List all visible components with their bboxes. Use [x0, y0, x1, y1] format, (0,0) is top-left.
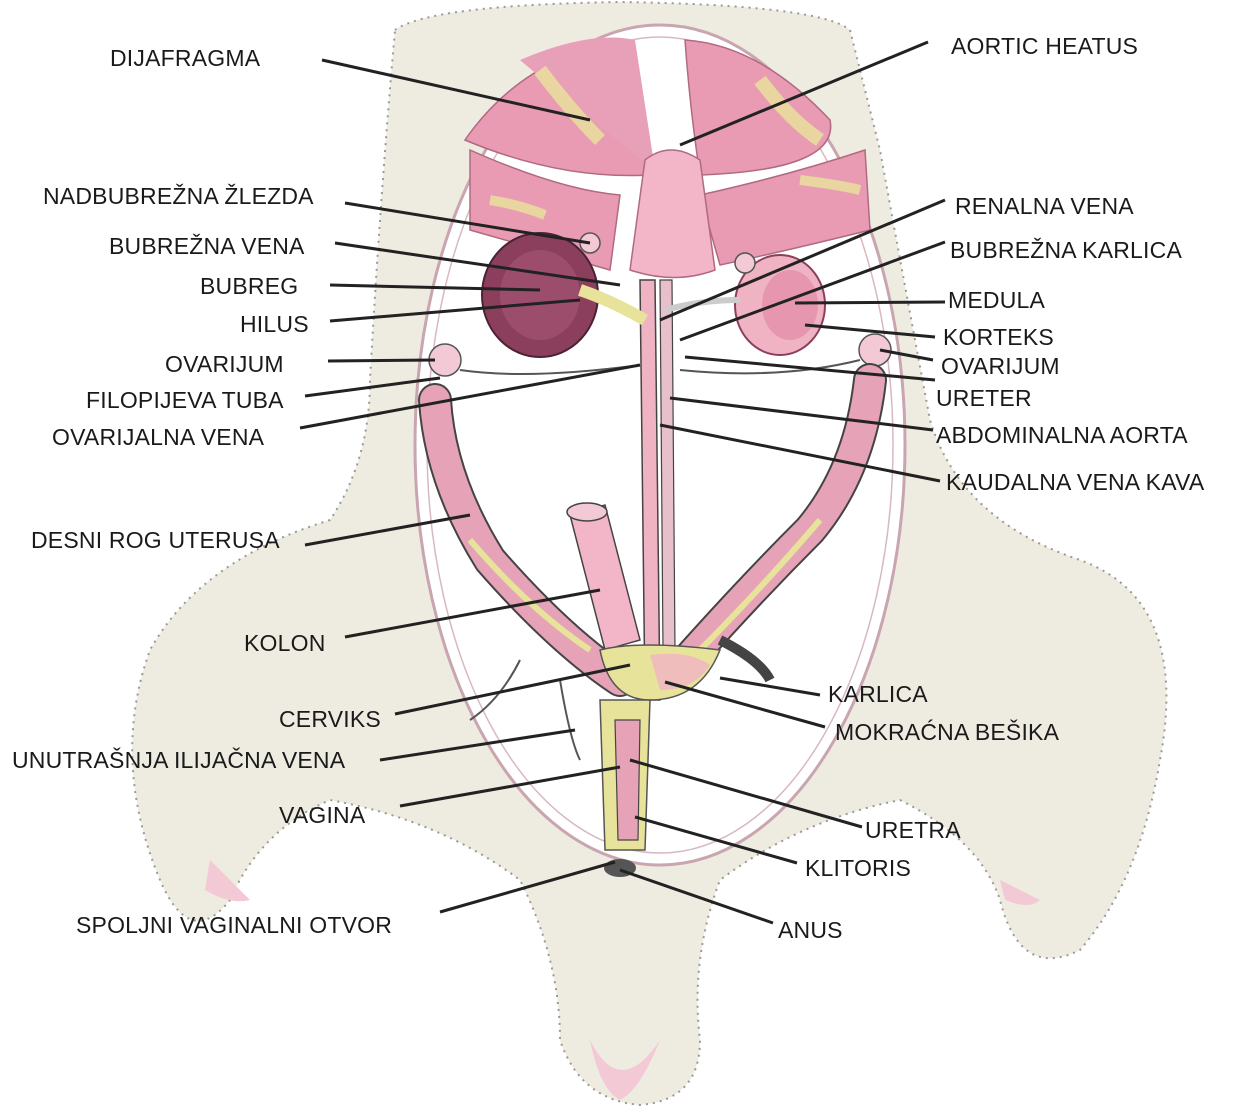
label-karlica: KARLICA	[828, 681, 928, 707]
label-vagina: VAGINA	[279, 802, 365, 828]
label-ovarijum-left: OVARIJUM	[165, 351, 284, 377]
label-bubrezna-vena: BUBREŽNA VENA	[109, 233, 305, 259]
leader-medula	[795, 302, 945, 303]
label-abdominalna-aorta: ABDOMINALNA AORTA	[936, 422, 1188, 448]
label-korteks: KORTEKS	[943, 324, 1054, 350]
label-cerviks: CERVIKS	[279, 706, 381, 732]
label-renalna-vena: RENALNA VENA	[955, 193, 1134, 219]
label-medula: MEDULA	[948, 287, 1045, 313]
label-desni-rog-uterusa: DESNI ROG UTERUSA	[31, 527, 280, 553]
label-bubrezna-karlica: BUBREŽNA KARLICA	[950, 237, 1182, 263]
label-spoljni-vaginalni-otvor: SPOLJNI VAGINALNI OTVOR	[76, 912, 392, 938]
label-kaudalna-vena-kava: KAUDALNA VENA KAVA	[946, 469, 1204, 495]
label-unutrasnja-ilijacna-vena: UNUTRAŠNJA ILIJAČNA VENA	[12, 747, 345, 773]
label-uretra: URETRA	[865, 817, 961, 843]
label-ovarijalna-vena: OVARIJALNA VENA	[52, 424, 264, 450]
label-klitoris: KLITORIS	[805, 855, 911, 881]
label-ovarijum-right: OVARIJUM	[941, 353, 1060, 379]
label-aortic-heatus: AORTIC HEATUS	[951, 33, 1138, 59]
label-hilus: HILUS	[240, 311, 309, 337]
label-bubreg: BUBREG	[200, 273, 298, 299]
leader-ovarijum-left	[328, 360, 435, 361]
label-anus: ANUS	[778, 917, 843, 943]
label-ureter: URETER	[936, 385, 1032, 411]
label-mokracna-besika: MOKRAĆNA BEŠIKA	[835, 719, 1059, 745]
label-filopijeva-tuba: FILOPIJEVA TUBA	[86, 387, 284, 413]
label-nadbubrezna-zlezda: NADBUBREŽNA ŽLEZDA	[43, 183, 314, 209]
label-dijafragma: DIJAFRAGMA	[110, 45, 260, 71]
label-kolon: KOLON	[244, 630, 326, 656]
